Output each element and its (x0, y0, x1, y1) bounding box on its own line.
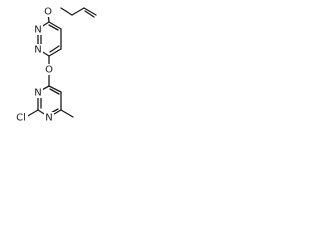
chemical-structure: O N N O N N Cl (14, 6, 97, 124)
bond-c6p-methyl (60, 109, 74, 118)
bond-c4p-c5p-double (49, 88, 60, 95)
oxygen-label-linker: O (45, 65, 53, 76)
bond-c3-c4-double (49, 45, 60, 53)
nitrogen-label-pyrimidine-left: N (34, 88, 41, 99)
bond-ch2-ch (71, 7, 85, 16)
bond-ch-ch2-b (84, 10, 95, 18)
nitrogen-label-pyridazine-upper: N (34, 25, 41, 36)
bond-c5-c6-double (48, 24, 59, 31)
bond-c3-c4 (48, 48, 62, 57)
atom-label-layer: O N N O N N Cl (14, 6, 54, 124)
bond-c5-c6 (48, 21, 62, 30)
nitrogen-label-pyrimidine-right: N (45, 113, 52, 124)
chlorine-label: Cl (16, 113, 26, 124)
oxygen-label-top: O (44, 7, 52, 18)
bond-ch-ch2-a (83, 7, 97, 16)
nitrogen-label-pyridazine-lower: N (34, 45, 41, 56)
bond-c4p-c5p (48, 85, 62, 93)
bond-ch2-o (60, 7, 73, 16)
